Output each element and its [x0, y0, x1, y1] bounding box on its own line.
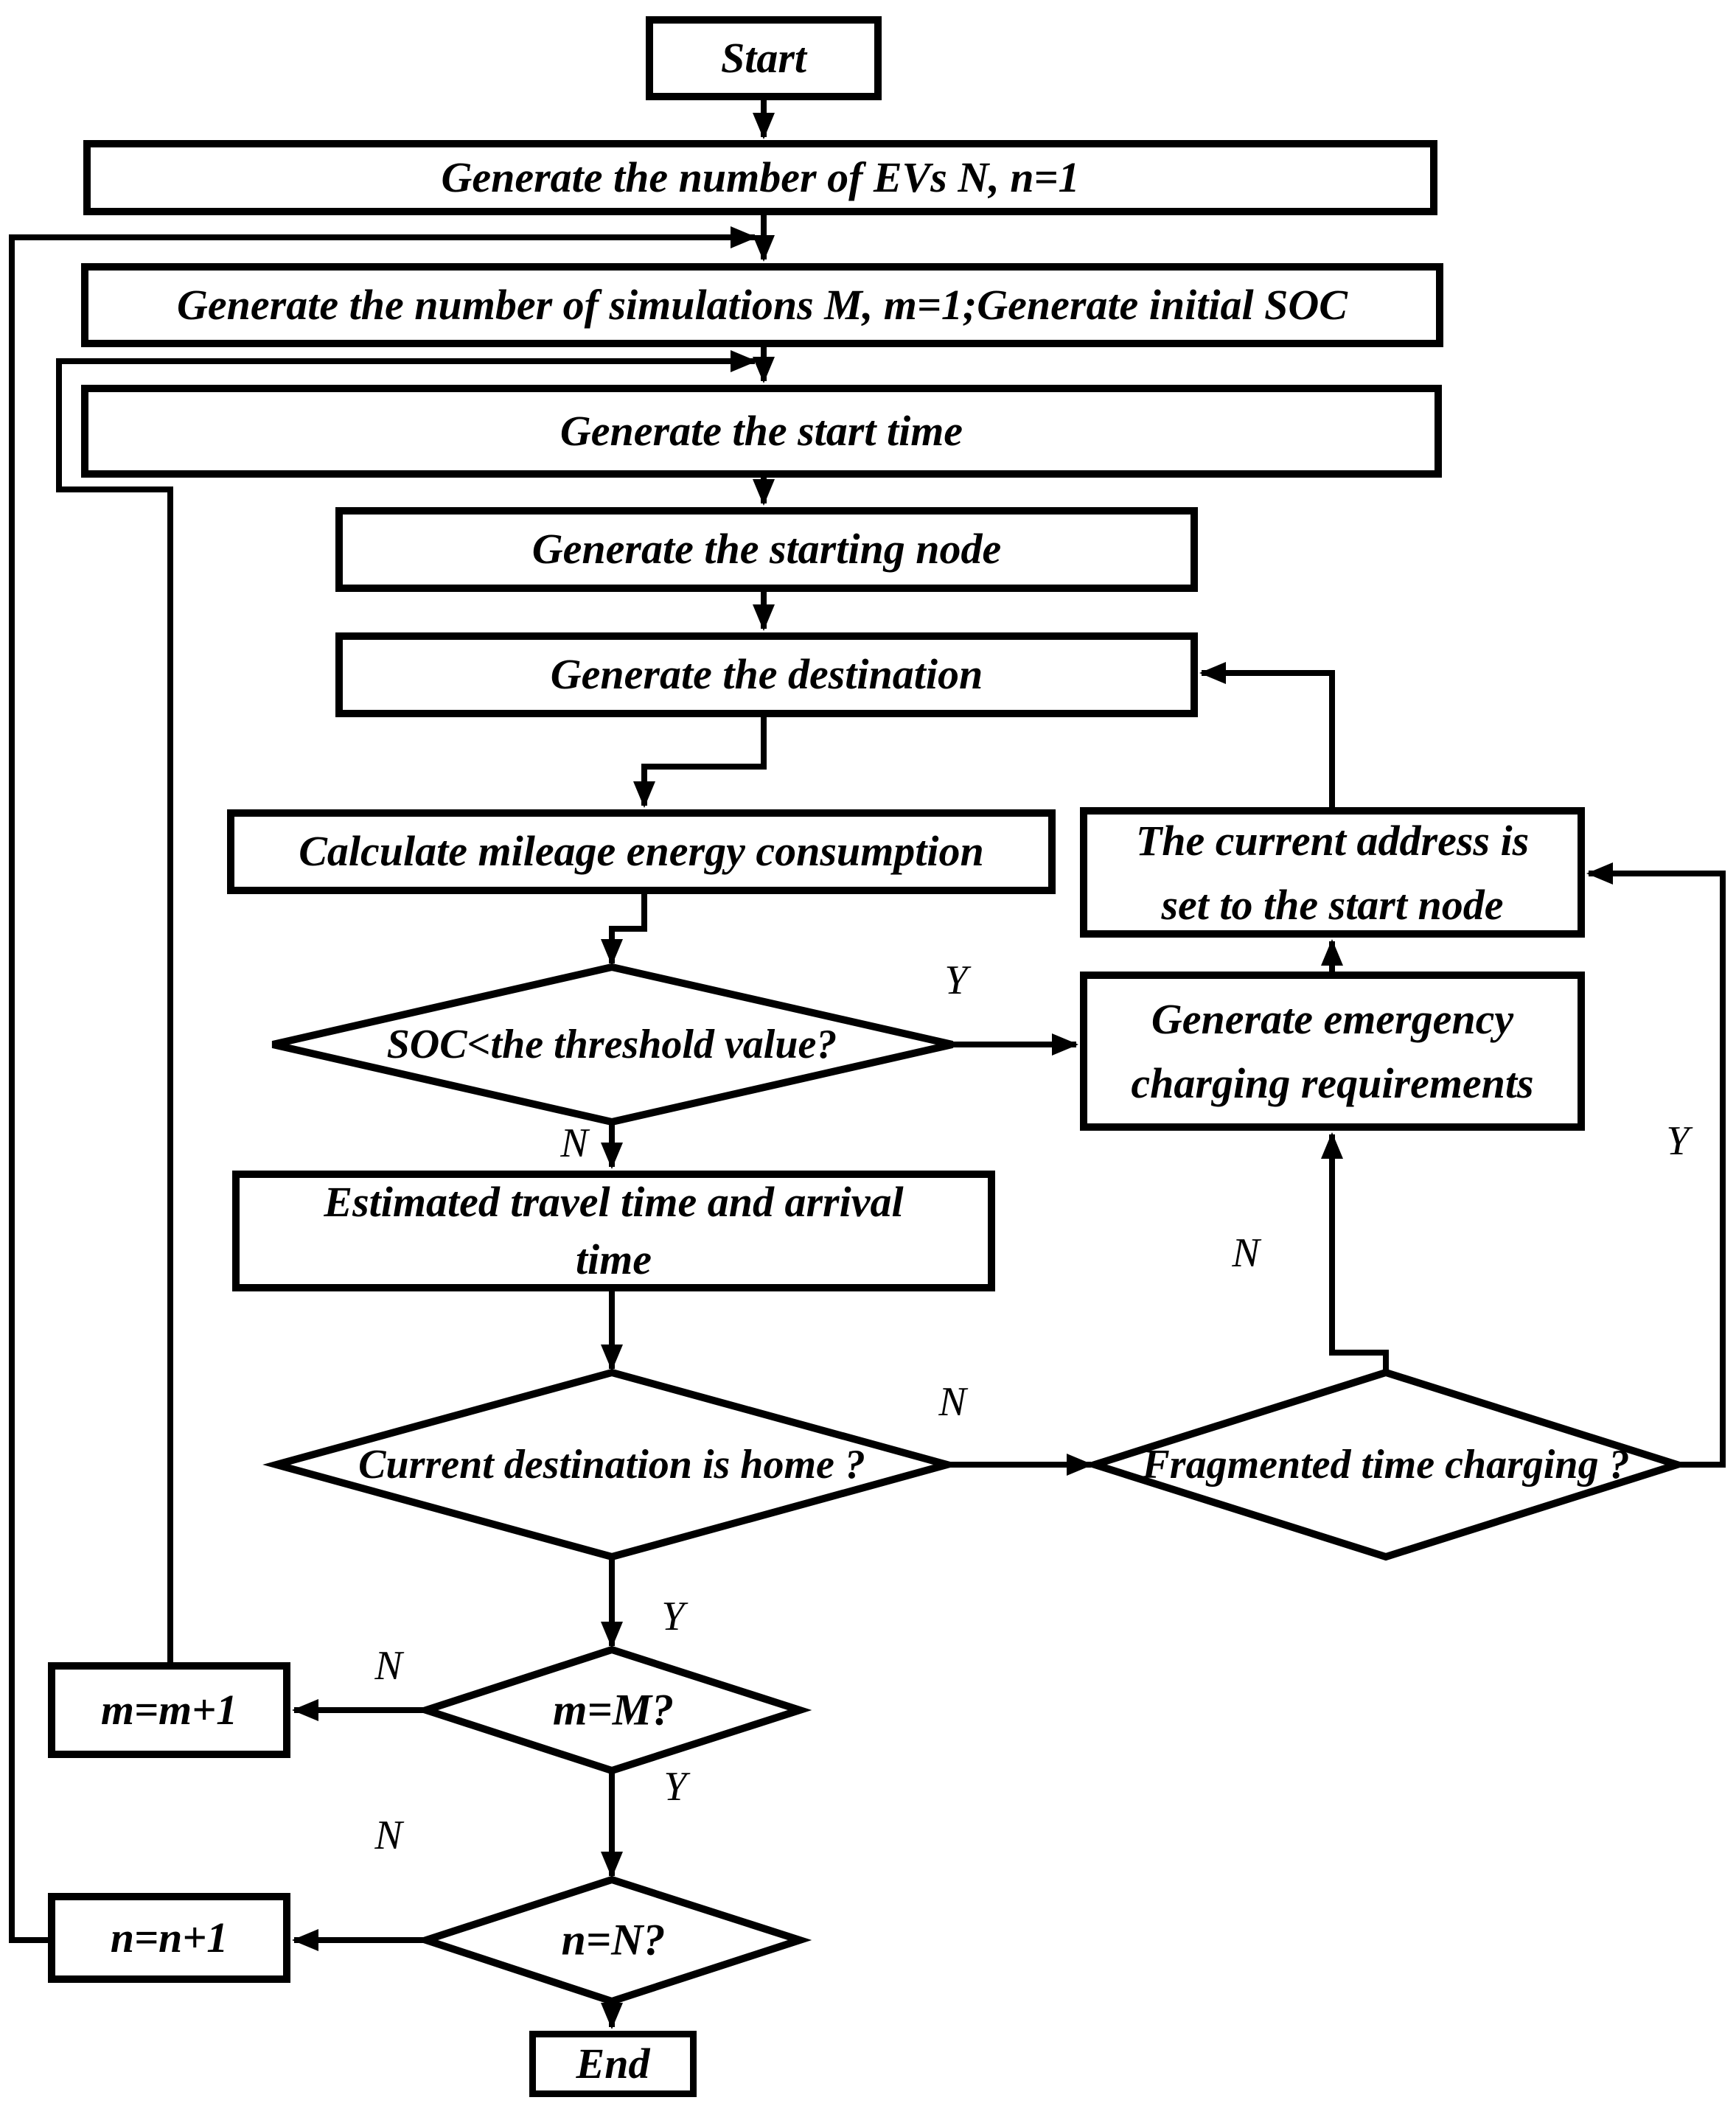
branch-label-home-no: N [938, 1379, 966, 1425]
node-label: Generate the starting node [531, 525, 1002, 573]
branch-label-frag-yes: Y [1666, 1118, 1690, 1164]
branch-label-home-yes: Y [661, 1594, 685, 1639]
n-decision-shape [414, 1875, 812, 2006]
node-label: m=m+1 [100, 1685, 238, 1734]
m-decision-label: m=M? [552, 1685, 674, 1734]
edge-n-loop-return [9, 226, 757, 1943]
frag-decision-label: Fragmented time charging ? [1142, 1442, 1630, 1488]
generate-starting-node-step: Generate the starting node [335, 507, 1198, 592]
frag-decision-shape [1082, 1368, 1690, 1561]
home-decision-label: Current destination is home ? [358, 1442, 865, 1488]
edge-dest-to-calc [633, 717, 767, 808]
edge-m-loop-return [56, 350, 757, 1662]
generate-destination-step: Generate the destination [335, 632, 1198, 717]
node-label: Estimated travel time and arrival time [324, 1177, 904, 1283]
n-increment-step: n=n+1 [48, 1893, 290, 1983]
node-label: n=n+1 [110, 1913, 229, 1961]
edge-address-to-dest [1199, 662, 1335, 807]
node-label: End [576, 2039, 650, 2088]
branch-label-m-no: N [374, 1643, 402, 1689]
branch-label-n-no: N [374, 1813, 402, 1858]
edge-frag-yes-to-address [1586, 862, 1726, 1468]
node-label: The current address is set to the start … [1135, 816, 1530, 929]
m-decision-shape [414, 1645, 812, 1775]
node-label: Calculate mileage energy consumption [299, 827, 984, 876]
soc-decision-label: SOC<the threshold value? [386, 1022, 837, 1067]
start-node: Start [646, 16, 882, 100]
estimated-travel-step: Estimated travel time and arrival time [232, 1171, 995, 1291]
generate-emergency-step: Generate emergency charging requirements [1080, 972, 1585, 1131]
m-increment-step: m=m+1 [48, 1662, 290, 1758]
node-label: Generate the number of simulations M, m=… [177, 280, 1348, 329]
node-label: Generate the start time [560, 406, 963, 455]
end-node: End [529, 2031, 697, 2097]
soc-decision-shape [271, 963, 954, 1126]
n-decision-label: n=N? [561, 1915, 666, 1964]
generate-simulations-step: Generate the number of simulations M, m=… [81, 263, 1443, 347]
generate-evs-step: Generate the number of EVs N, n=1 [83, 140, 1437, 215]
branch-label-frag-no: N [1232, 1230, 1260, 1276]
node-label: Generate the destination [550, 650, 983, 699]
set-current-address-step: The current address is set to the start … [1080, 807, 1585, 938]
node-label: Start [720, 33, 807, 82]
branch-label-soc-no: N [560, 1120, 588, 1166]
home-decision-shape [262, 1368, 961, 1561]
branch-label-m-yes: Y [663, 1764, 687, 1810]
generate-start-time-step: Generate the start time [81, 385, 1442, 478]
calculate-mileage-step: Calculate mileage energy consumption [227, 809, 1056, 894]
edge-calc-to-soc [601, 894, 647, 966]
node-label: Generate the number of EVs N, n=1 [441, 153, 1080, 201]
branch-label-soc-yes: Y [944, 958, 968, 1003]
edge-frag-no-to-emergency [1321, 1132, 1389, 1373]
node-label: Generate emergency charging requirements [1131, 995, 1534, 1107]
